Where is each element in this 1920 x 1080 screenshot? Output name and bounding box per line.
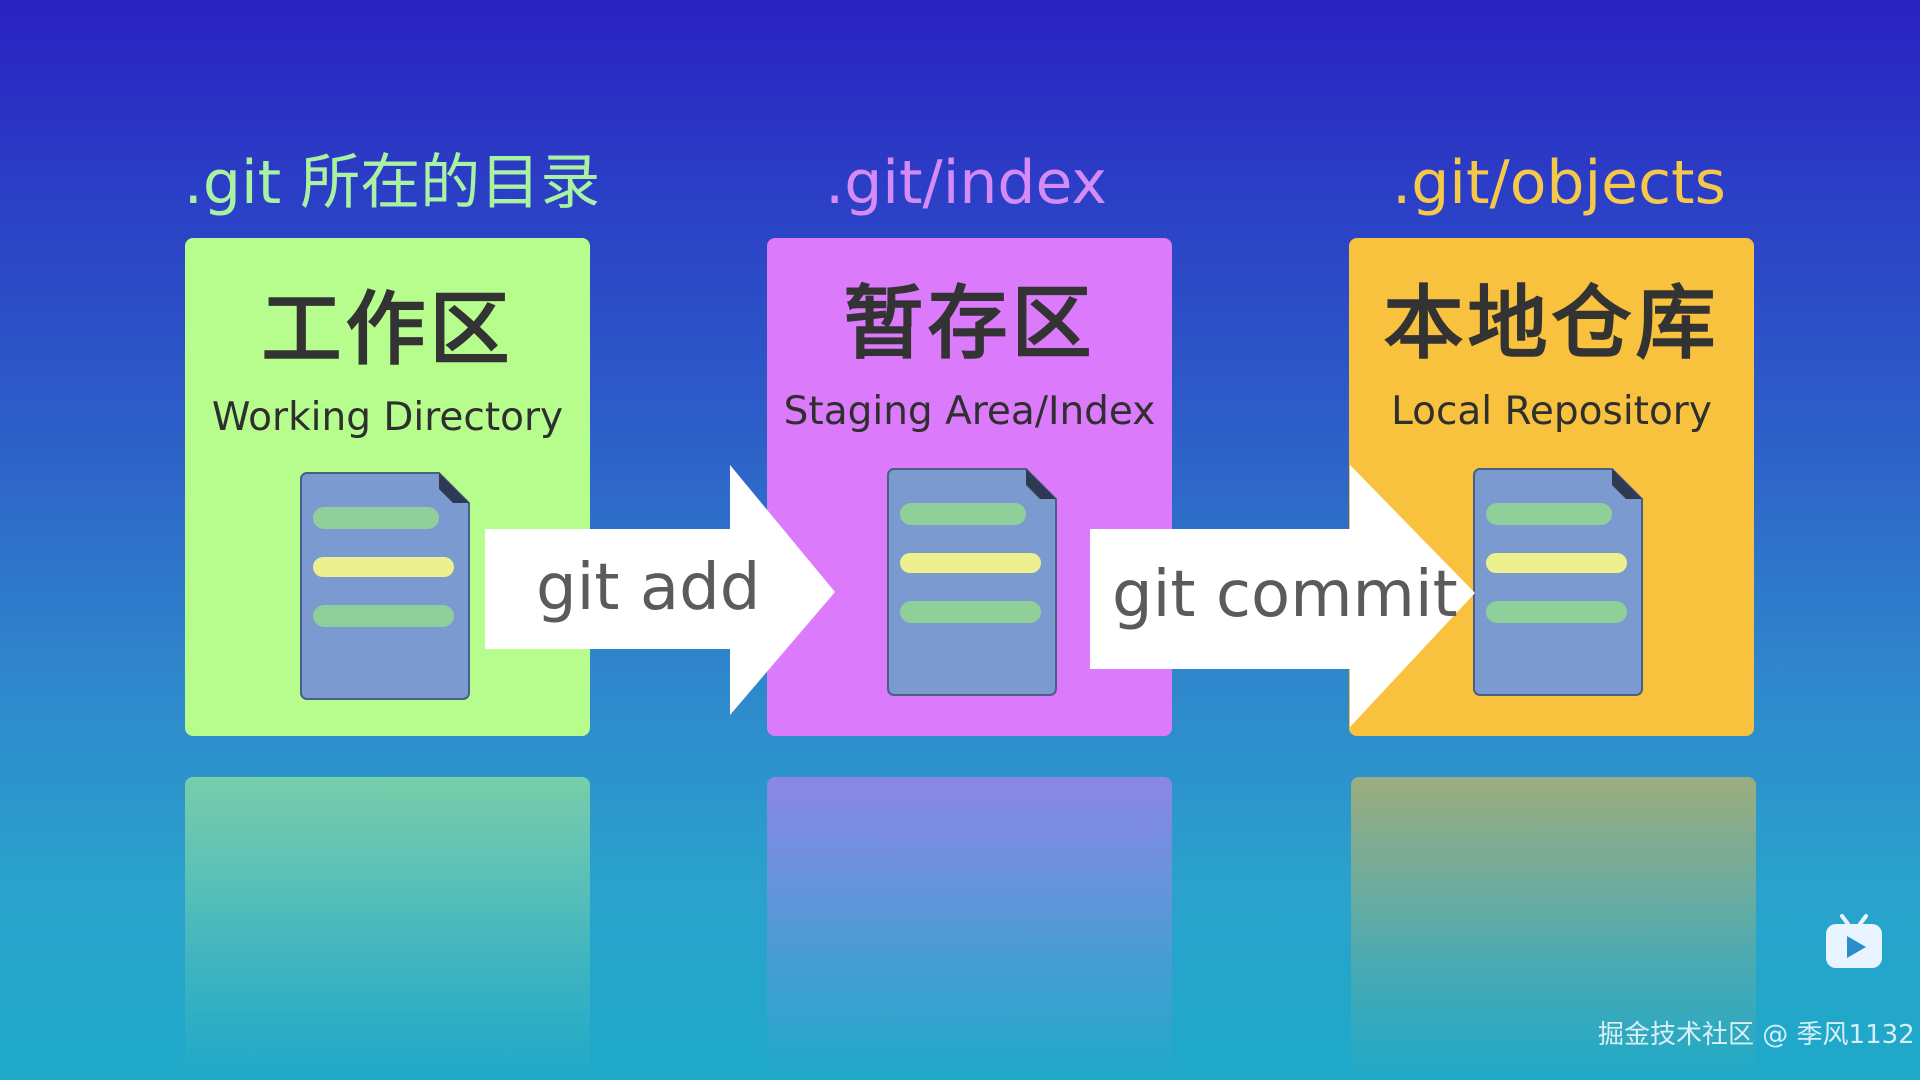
stage-reflection-staging [767,777,1172,1080]
stage-heading-working: .git 所在的目录 [183,148,601,218]
stage-heading-repository: .git/objects [1392,148,1726,218]
git-commit-label: git commit [1112,558,1458,632]
bilibili-tv-icon [1826,914,1882,968]
stage-reflection-repository [1351,777,1756,1080]
stage-title: 工作区 [261,283,514,376]
stage-title: 暂存区 [843,277,1096,370]
git-add-arrow [485,465,835,715]
file-document-icon [1473,468,1643,696]
stage-heading-staging: .git/index [825,148,1107,218]
file-document-icon [300,472,470,700]
git-commit-arrow [1090,465,1475,727]
file-document-icon [887,468,1057,696]
stage-reflection-working [185,777,590,1080]
git-add-label: git add [536,551,761,625]
stage-title: 本地仓库 [1383,277,1720,370]
watermark-text: 掘金技术社区 @ 季风1132 [1598,1020,1915,1050]
stage-subtitle: Staging Area/Index [783,389,1156,434]
stage-subtitle: Local Repository [1391,389,1712,434]
stage-subtitle: Working Directory [211,395,564,440]
